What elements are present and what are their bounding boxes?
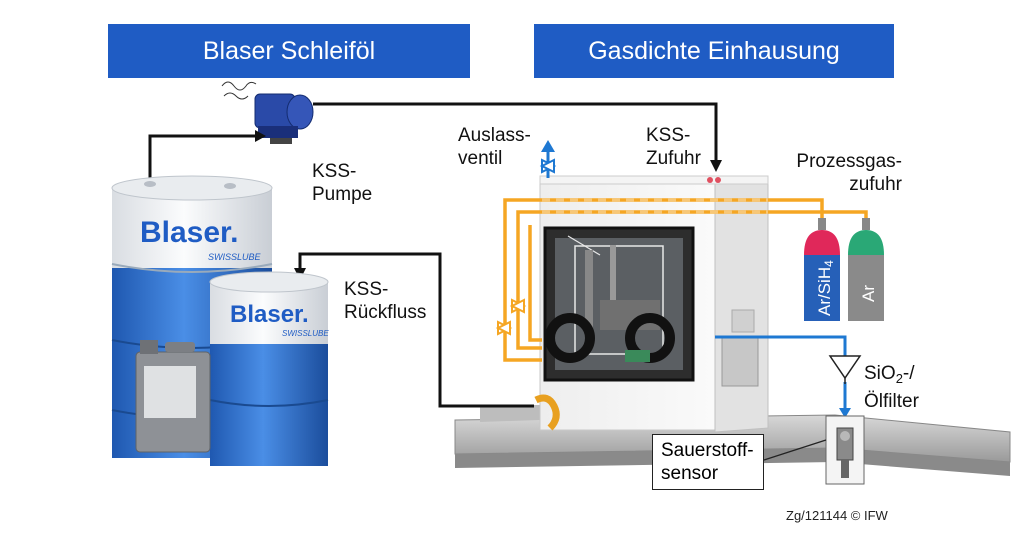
- label-supply: KSS-Zufuhr: [646, 125, 701, 169]
- copyright: Zg/121144 © IFW: [786, 508, 888, 523]
- coolant-line: [715, 335, 847, 410]
- coolant-pipes: [148, 102, 718, 408]
- label-filter: SiO2-/ Ölfilter: [864, 363, 919, 412]
- header-blaser-oil: Blaser Schleiföl: [108, 24, 470, 78]
- small-drum-brand: Blaser.: [230, 301, 309, 328]
- small-drum-sub: SWISSLUBE: [282, 329, 329, 338]
- supply-arrow-icon: [710, 160, 722, 172]
- cylinder-label-ar: Ar: [859, 285, 878, 302]
- label-pump: KSS-Pumpe: [312, 161, 373, 205]
- gas-cylinder-ar: [848, 218, 884, 321]
- pump-arrow-icon: [255, 130, 266, 142]
- label-oxygen-sensor: Sauerstoff-sensor: [652, 434, 764, 490]
- outlet-valve-icon: [539, 140, 557, 178]
- header-gastight-enclosure: Gasdichte Einhausung: [534, 24, 894, 78]
- large-drum-brand: Blaser.: [140, 216, 238, 249]
- oil-canister: [135, 340, 211, 453]
- label-return: KSS-Rückfluss: [344, 279, 427, 323]
- label-outlet-valve: Auslass-ventil: [458, 125, 531, 169]
- large-drum-sub: SWISSLUBE: [208, 252, 262, 262]
- coolant-pump: [221, 81, 314, 144]
- gas-valve-icon: [495, 298, 527, 336]
- label-process-gas: Prozessgas-zufuhr: [796, 151, 902, 195]
- oxygen-sensor: [825, 415, 865, 485]
- gastight-enclosure: [539, 175, 769, 433]
- return-fitting: [534, 394, 560, 431]
- small-drum: [209, 271, 329, 466]
- cylinder-label-ar-sih4: Ar/SiH4: [815, 260, 836, 316]
- gas-cylinder-ar-sih4: [804, 218, 840, 321]
- filter-icon: [828, 355, 862, 380]
- coolant-arrow-icon: [839, 408, 851, 418]
